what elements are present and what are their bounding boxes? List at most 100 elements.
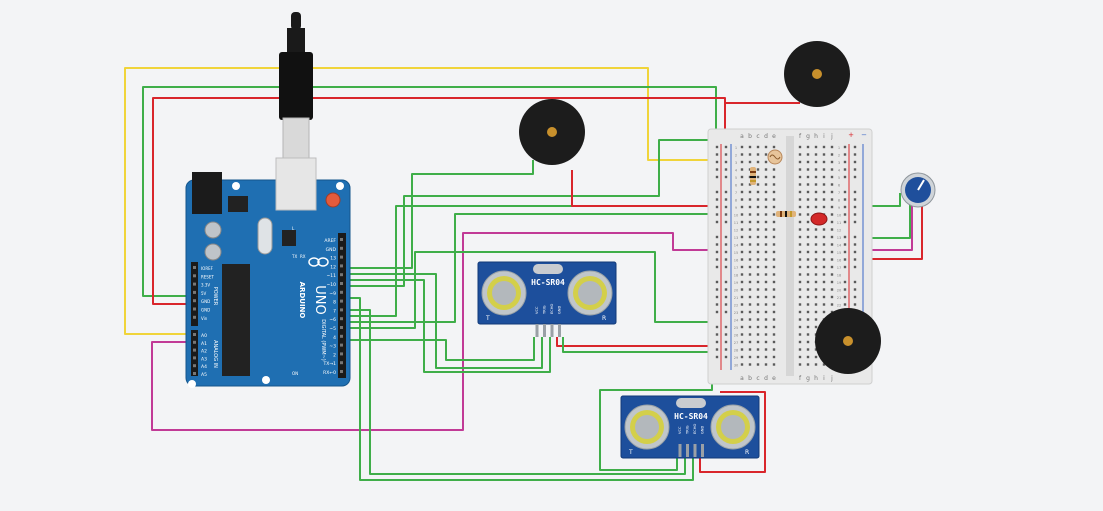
breadboard-hole [724,303,728,306]
header-pin [340,352,343,356]
row-label: 10 [837,214,842,218]
pin-label: A4 [201,364,207,370]
rail-minus-label: − [861,131,867,139]
breadboard-hole [772,243,776,246]
breadboard-hole [748,153,752,156]
breadboard-hole [715,310,719,314]
breadboard-hole [830,265,834,269]
breadboard-hole [740,190,744,194]
breadboard-hole [806,318,810,321]
breadboard-hole [756,310,760,314]
sensor-pin-label: TRIG [686,425,690,435]
breadboard-hole [814,310,818,314]
breadboard-hole [756,205,760,209]
breadboard-hole [822,183,826,186]
breadboard-hole [806,265,810,269]
row-label: 8 [838,199,841,203]
breadboard-hole [853,258,857,261]
row-label: 29 [734,356,739,360]
breadboard-hole [822,145,826,149]
breadboard-hole [748,273,752,276]
breadboard-hole [830,288,834,291]
header-pin [193,348,196,352]
breadboard-hole [806,273,810,276]
breadboard-hole [748,340,752,344]
header-pin [193,266,196,269]
breadboard-hole [806,213,810,216]
breadboard-hole [853,198,857,201]
breadboard-hole [764,235,768,239]
pin-label: IOREF [201,266,214,271]
breadboard-hole [756,333,760,336]
breadboard-hole [843,153,847,156]
breadboard-hole [740,183,744,186]
row-label: 18 [734,274,739,278]
breadboard-hole [740,145,744,149]
power-header [191,262,198,326]
breadboard-hole [748,205,752,209]
sensor-corner-r: R [602,315,606,322]
breadboard-hole [748,145,752,149]
column-label: a [740,133,744,140]
row-label: 21 [837,296,842,300]
breadboard-hole [740,273,744,276]
breadboard-hole [764,363,768,366]
wire-green-d13 [345,160,534,269]
header-pin [340,334,343,338]
pin-label: A0 [201,333,207,339]
pin-label: 5V [201,291,207,296]
breadboard-hole [740,198,744,201]
digital-header [338,233,346,378]
pin-label: A2 [201,349,207,355]
breadboard-hole [748,198,752,201]
capacitor [204,221,222,239]
row-label: 20 [837,289,842,293]
breadboard-hole [798,175,802,179]
breadboard-hole [724,355,728,359]
breadboard-hole [748,183,752,186]
pin-label: ~3 [329,344,336,350]
breadboard-hole [756,183,760,186]
breadboard-hole [798,235,802,239]
breadboard-hole [798,243,802,246]
breadboard-hole [843,160,847,164]
breadboard-hole [822,243,826,246]
breadboard-hole [740,205,744,209]
crystal [257,217,273,255]
breadboard-hole [853,265,857,269]
header-pin [340,282,343,285]
breadboard-hole [814,153,818,156]
breadboard-hole [806,153,810,156]
breadboard-hole [814,273,818,276]
breadboard-hole [715,160,719,164]
breadboard-hole [764,325,768,329]
row-label: 3 [838,161,840,165]
breadboard-hole [715,190,719,194]
breadboard-hole [772,175,776,179]
breadboard-hole [772,280,776,284]
wire-green-d5 [345,213,750,323]
header-pin [340,317,343,321]
row-label: 22 [734,304,739,308]
breadboard-hole [715,258,719,261]
breadboard-hole [853,175,857,179]
breadboard-hole [830,243,834,246]
breadboard-hole [853,220,857,224]
header-pin [340,343,343,347]
breadboard-hole [772,348,776,351]
breadboard-hole [822,273,826,276]
breadboard-hole [830,310,834,314]
breadboard-hole [798,145,802,149]
breadboard-hole [798,303,802,306]
column-label: f [799,375,802,382]
breadboard-hole [772,250,776,254]
breadboard-hole [740,325,744,329]
row-label: 25 [734,326,739,330]
breadboard-hole [715,198,719,201]
row-label: 13 [734,236,739,240]
column-label: a [740,375,744,382]
header-pin [193,340,196,344]
breadboard-hole [843,243,847,246]
breadboard-hole [772,355,776,359]
